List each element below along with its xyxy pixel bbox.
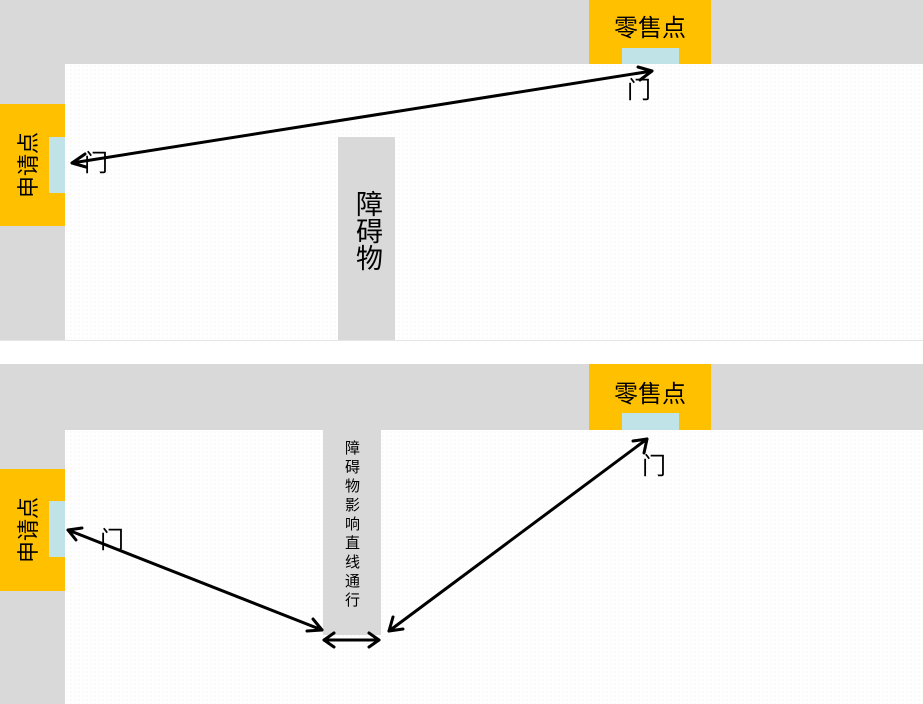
arrowhead-width-left xyxy=(322,631,336,649)
bottom-arrows xyxy=(66,437,649,649)
applicant-to-obstacle-arrow xyxy=(66,528,324,632)
obstacle-label: 障碍物影响直线通行 xyxy=(343,440,361,611)
retail-door xyxy=(622,413,679,430)
panel-separator xyxy=(0,340,923,341)
obstacle-label: 障碍物 xyxy=(351,190,382,271)
arrowhead-width-right xyxy=(367,631,381,649)
top-wall xyxy=(0,364,923,430)
arrowhead-applicant xyxy=(66,526,84,542)
straight-line-distance-arrow xyxy=(70,69,654,165)
detour-path-panel: 零售点 申请点 门 门 障碍物影响直线通行 xyxy=(0,364,923,704)
obstacle-to-retail-arrow xyxy=(387,437,649,633)
arrowhead-retail xyxy=(631,437,649,455)
arrowhead-obstacle-right xyxy=(387,615,405,633)
applicant-door xyxy=(49,501,65,557)
arrowhead-right xyxy=(636,65,654,82)
arrowhead-obstacle-left xyxy=(305,617,324,633)
obstacle-block xyxy=(323,430,381,635)
applicant-door-label: 门 xyxy=(84,149,108,177)
retail-point-label: 零售点 xyxy=(614,14,686,42)
applicant-door xyxy=(49,137,65,193)
straight-path-panel: 零售点 申请点 门 门 障碍物 xyxy=(0,0,923,341)
obstacle-block xyxy=(338,137,395,341)
retail-door-label: 门 xyxy=(627,76,651,104)
retail-point-label: 零售点 xyxy=(614,380,686,408)
retail-door xyxy=(622,48,679,64)
floor-area xyxy=(65,64,923,341)
top-wall xyxy=(0,0,923,64)
retail-door-label: 门 xyxy=(642,452,666,480)
floor-area xyxy=(65,430,923,704)
top-arrows xyxy=(70,65,654,169)
arrowhead-left xyxy=(70,152,88,169)
